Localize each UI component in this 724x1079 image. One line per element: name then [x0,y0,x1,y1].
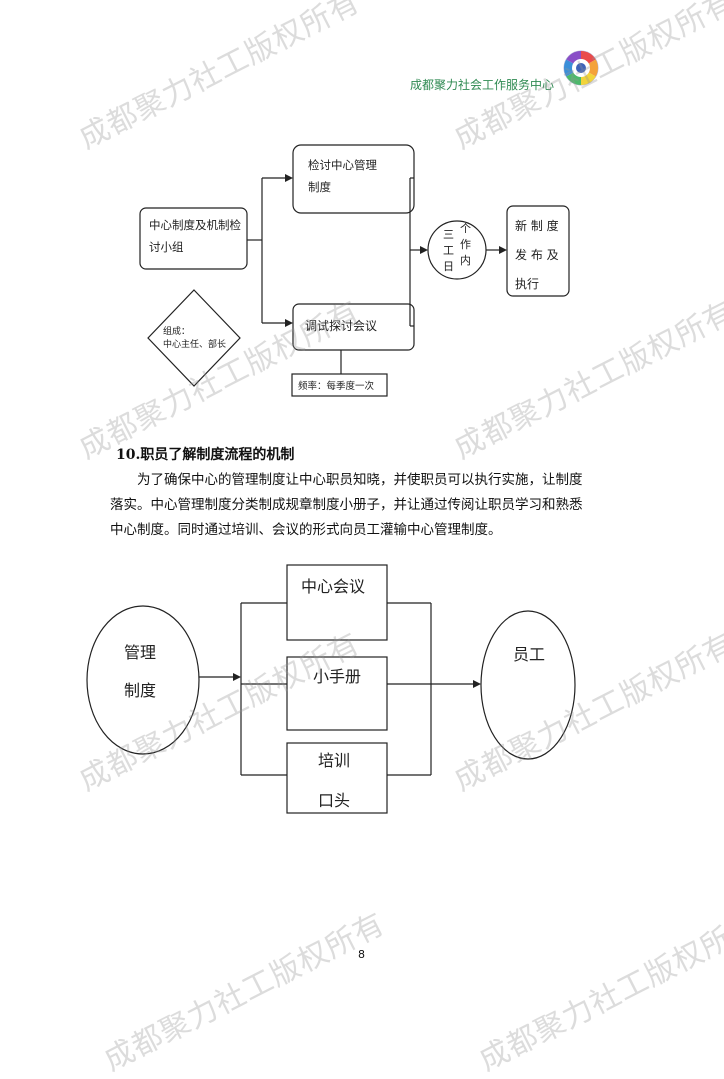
diamond-line1: 组成： [163,325,190,337]
debug-box-label: 调试探讨会议 [305,318,377,333]
section-heading: 10.职员了解制度流程的机制 [116,447,295,463]
three-day-circle [427,220,487,280]
watermark: 成都聚力社工版权所有 [473,906,724,1079]
group-box-line2: 讨小组 [149,240,184,254]
header-org-name: 成都聚力社会工作服务中心 [410,78,555,92]
training-box [286,742,388,814]
arrow-to-debug [285,319,293,327]
review-box [292,144,415,214]
training-box-line2: 口头 [318,791,350,810]
circle-left-1: 三 [443,228,454,241]
result-box-line1: 新 制 度 [515,218,559,233]
left-ellipse-line2: 制度 [124,681,156,700]
arrow-to-review [285,174,293,182]
arrow-to-result [499,246,507,254]
review-box-line2: 制度 [308,180,331,194]
composition-diamond [147,289,241,387]
org-logo [563,50,599,86]
page-number: 8 [358,948,365,961]
group-box [139,207,248,270]
training-box-line1: 培训 [318,751,350,770]
diamond-line2: 中心主任、部长 [163,338,226,350]
paragraph-line-3: 中心制度。同时通过培训、会议的形式向员工灌输中心管理制度。 [110,522,502,538]
circle-right-2: 作 [460,238,471,251]
frequency-box [291,373,388,397]
debug-box [292,303,415,351]
section-paragraph: 为了确保中心的管理制度让中心职员知晓，并使职员可以执行实施，让制度 落实。中心管… [110,468,620,543]
right-ellipse [480,610,576,760]
arrow-to-channels [233,673,241,681]
manual-box-label: 小手册 [313,667,361,686]
result-box-line2: 发 布 及 [515,247,559,262]
left-ellipse-line1: 管理 [124,643,156,662]
staff-awareness-diagram: 管理 制度 中心会议 小手册 培训 口头 员工 [86,564,576,814]
review-flow-diagram: 中心制度及机制检 讨小组 检讨中心管理 制度 调试探讨会议 频率：每季度一次 组… [139,144,570,397]
circle-right-3: 内 [460,253,471,267]
circle-left-2: 工 [443,244,454,257]
circle-right-1: 个 [460,222,471,235]
arrow-to-circle [420,246,428,254]
arrow-to-staff [473,680,481,688]
right-ellipse-label: 员工 [513,645,545,664]
group-box-line1: 中心制度及机制检 [149,218,241,232]
watermark: 成都聚力社工版权所有 [98,906,391,1079]
left-ellipse [86,605,200,755]
circle-left-3: 日 [443,260,454,273]
review-box-line1: 检讨中心管理 [308,158,377,172]
paragraph-line-1: 为了确保中心的管理制度让中心职员知晓，并使职员可以执行实施，让制度 [137,472,583,488]
paragraph-line-2: 落实。中心管理制度分类制成规章制度小册子，并让通过传阅让职员学习和熟悉 [110,497,583,513]
meeting-box-label: 中心会议 [301,577,365,596]
frequency-label: 频率：每季度一次 [298,380,375,392]
manual-box [286,656,388,731]
result-box [506,205,570,297]
result-box-line3: 执行 [515,277,539,291]
